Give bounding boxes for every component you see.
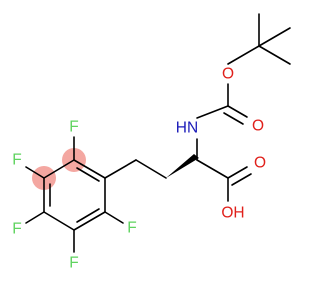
ring-bond <box>43 159 75 179</box>
n-c-bond <box>196 105 229 119</box>
pentafluorophenyl-ring <box>43 159 106 231</box>
fluorine-bonds <box>25 136 124 253</box>
chain-bond <box>135 159 167 179</box>
o-c-bond <box>227 45 260 65</box>
molecule-canvas: F F F F F HN O O O OH <box>12 13 291 272</box>
c-cooh-bond <box>196 159 229 179</box>
stereo-wedge-bond <box>166 154 199 178</box>
carbamate-c-o-double-bond <box>223 112 244 125</box>
fluorine-label-lower-left: F <box>12 221 21 238</box>
ring-double-bond <box>76 208 100 223</box>
chain-bond <box>104 159 137 179</box>
acid-c-o-double-bond <box>231 173 252 186</box>
ring-bond <box>43 211 75 231</box>
atom-labels: F F F F F HN O O O OH <box>12 66 266 272</box>
fluorine-label-right: F <box>127 220 136 237</box>
acid-c-o-double-bond <box>227 166 248 179</box>
fluorine-label-bottom: F <box>69 255 78 272</box>
c-f-bond <box>25 166 45 179</box>
acid-carbonyl-oxygen-label: O <box>254 155 266 172</box>
c-f-bond <box>104 211 124 224</box>
c-f-bond <box>25 211 45 224</box>
carbamate-carbonyl-oxygen-label: O <box>252 118 264 135</box>
ring-bond <box>73 211 106 231</box>
ester-oxygen-label: O <box>222 66 234 83</box>
side-chain <box>104 13 291 202</box>
ring-double-bond <box>76 167 100 182</box>
carbamate-c-o-double-bond <box>227 105 248 118</box>
tbutyl-methyl-bond <box>258 27 291 47</box>
tbutyl-methyl-bond <box>258 45 291 65</box>
structure-drawing: F F F F F HN O O O OH <box>12 13 291 272</box>
hydroxyl-label: OH <box>221 205 244 222</box>
fluorine-label-top: F <box>69 119 78 136</box>
ring-bond <box>73 159 106 179</box>
nitrogen-label: HN <box>176 120 198 137</box>
fluorine-label-upper-left: F <box>12 152 21 169</box>
